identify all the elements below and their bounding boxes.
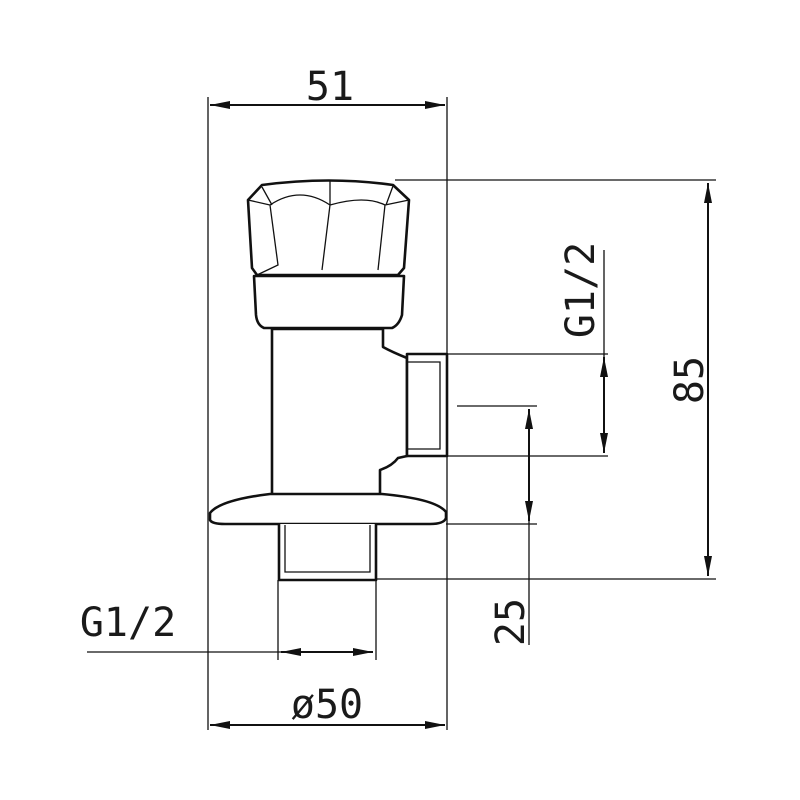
extension-lines [207,97,716,730]
valve-stem [270,327,409,497]
side-outlet [405,352,449,458]
dim-thread-bottom-label: G1/2 [80,600,176,646]
dim-width-top-label: 51 [306,64,354,110]
handle-facet-lines [261,180,394,206]
handle-knob [246,179,411,277]
handle-facet-left [247,194,410,276]
dim-diameter-base-label: ø50 [291,682,363,728]
dim-height-total-label: 85 [667,356,713,404]
dimension-labels: 51 85 G1/2 25 G1/2 ø50 [80,64,713,728]
dim-thread-side-label: G1/2 [558,242,604,338]
bottom-inlet-thread [284,525,371,573]
side-outlet-thread [407,361,441,450]
valve-body [208,179,449,582]
handle-collar [252,274,406,330]
dimension-lines [87,101,712,729]
dim-height-outlet-label: 25 [488,598,534,646]
bottom-inlet [277,524,378,582]
base-flange [208,492,448,526]
